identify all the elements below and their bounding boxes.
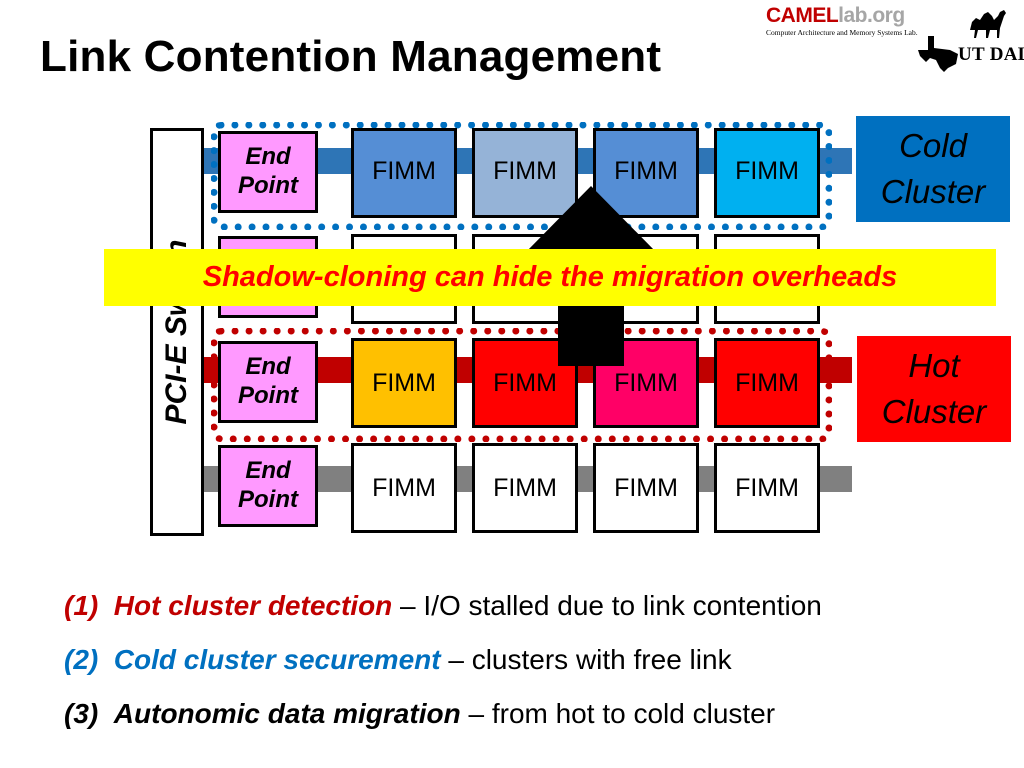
fimm-r4-c2: FIMM bbox=[472, 443, 578, 533]
fimm-label: FIMM bbox=[614, 157, 678, 185]
hot-cluster-line1: Hot bbox=[908, 347, 960, 385]
fimm-r1-c4: FIMM bbox=[714, 128, 820, 218]
fimm-r1-c3: FIMM bbox=[593, 128, 699, 218]
cold-cluster-boundary bbox=[211, 122, 832, 230]
pcie-switch bbox=[150, 128, 204, 536]
bullet-term: Cold cluster securement bbox=[113, 644, 441, 675]
fimm-label: FIMM bbox=[493, 474, 557, 502]
cold-cluster-line2: Cluster bbox=[880, 173, 986, 210]
camel-icon bbox=[970, 10, 1006, 38]
bullet-2: (2) Cold cluster securement – clusters w… bbox=[64, 644, 732, 676]
fimm-r4-c4: FIMM bbox=[714, 443, 820, 533]
logo-text-camel: CAMEL bbox=[766, 4, 839, 27]
fimm-label: FIMM bbox=[372, 369, 436, 397]
texas-state-icon bbox=[918, 36, 958, 72]
fimm-r1-c2: FIMM bbox=[472, 128, 578, 218]
page-title: Link Contention Management bbox=[40, 32, 662, 81]
fimm-label: FIMM bbox=[493, 157, 557, 185]
fimm-label: FIMM bbox=[735, 474, 799, 502]
bullet-1: (1) Hot cluster detection – I/O stalled … bbox=[64, 590, 822, 622]
fimm-label: FIMM bbox=[372, 474, 436, 502]
shadow-cloning-banner: Shadow-cloning can hide the migration ov… bbox=[104, 249, 996, 306]
endpoint-row-1: End Point bbox=[218, 131, 318, 213]
fimm-label: FIMM bbox=[735, 369, 799, 397]
camellab-logo: CAMELlab.org bbox=[766, 4, 905, 28]
fimm-r1-c1: FIMM bbox=[351, 128, 457, 218]
bullet-number: (1) bbox=[64, 590, 99, 621]
cold-cluster-line1: Cold bbox=[899, 127, 967, 165]
logo-text-lab: lab.org bbox=[838, 4, 905, 27]
fimm-label: FIMM bbox=[735, 157, 799, 185]
bullet-3: (3) Autonomic data migration – from hot … bbox=[64, 698, 775, 730]
endpoint-row-4: End Point bbox=[218, 445, 318, 527]
fimm-r4-c3: FIMM bbox=[593, 443, 699, 533]
fimm-label: FIMM bbox=[614, 369, 678, 397]
fimm-r3-c4: FIMM bbox=[714, 338, 820, 428]
bullet-number: (2) bbox=[64, 644, 99, 675]
bullet-text: – from hot to cold cluster bbox=[460, 698, 776, 729]
fimm-label: FIMM bbox=[493, 369, 557, 397]
fimm-r3-c3: FIMM bbox=[593, 338, 699, 428]
fimm-r3-c1: FIMM bbox=[351, 338, 457, 428]
bullet-number: (3) bbox=[64, 698, 99, 729]
endpoint-row-3: End Point bbox=[218, 341, 318, 423]
hot-cluster-boundary bbox=[211, 328, 832, 442]
bullet-text: – I/O stalled due to link contention bbox=[392, 590, 822, 621]
fimm-r4-c1: FIMM bbox=[351, 443, 457, 533]
bullet-term: Autonomic data migration bbox=[113, 698, 461, 729]
bullet-term: Hot cluster detection bbox=[113, 590, 393, 621]
fimm-label: FIMM bbox=[614, 474, 678, 502]
fimm-label: FIMM bbox=[372, 157, 436, 185]
bullet-text: – clusters with free link bbox=[440, 644, 732, 675]
hot-cluster-line2: Cluster bbox=[881, 393, 987, 430]
logo-subtitle: Computer Architecture and Memory Systems… bbox=[766, 28, 918, 37]
ut-dallas-logo: UT DALLAS bbox=[958, 44, 1024, 65]
